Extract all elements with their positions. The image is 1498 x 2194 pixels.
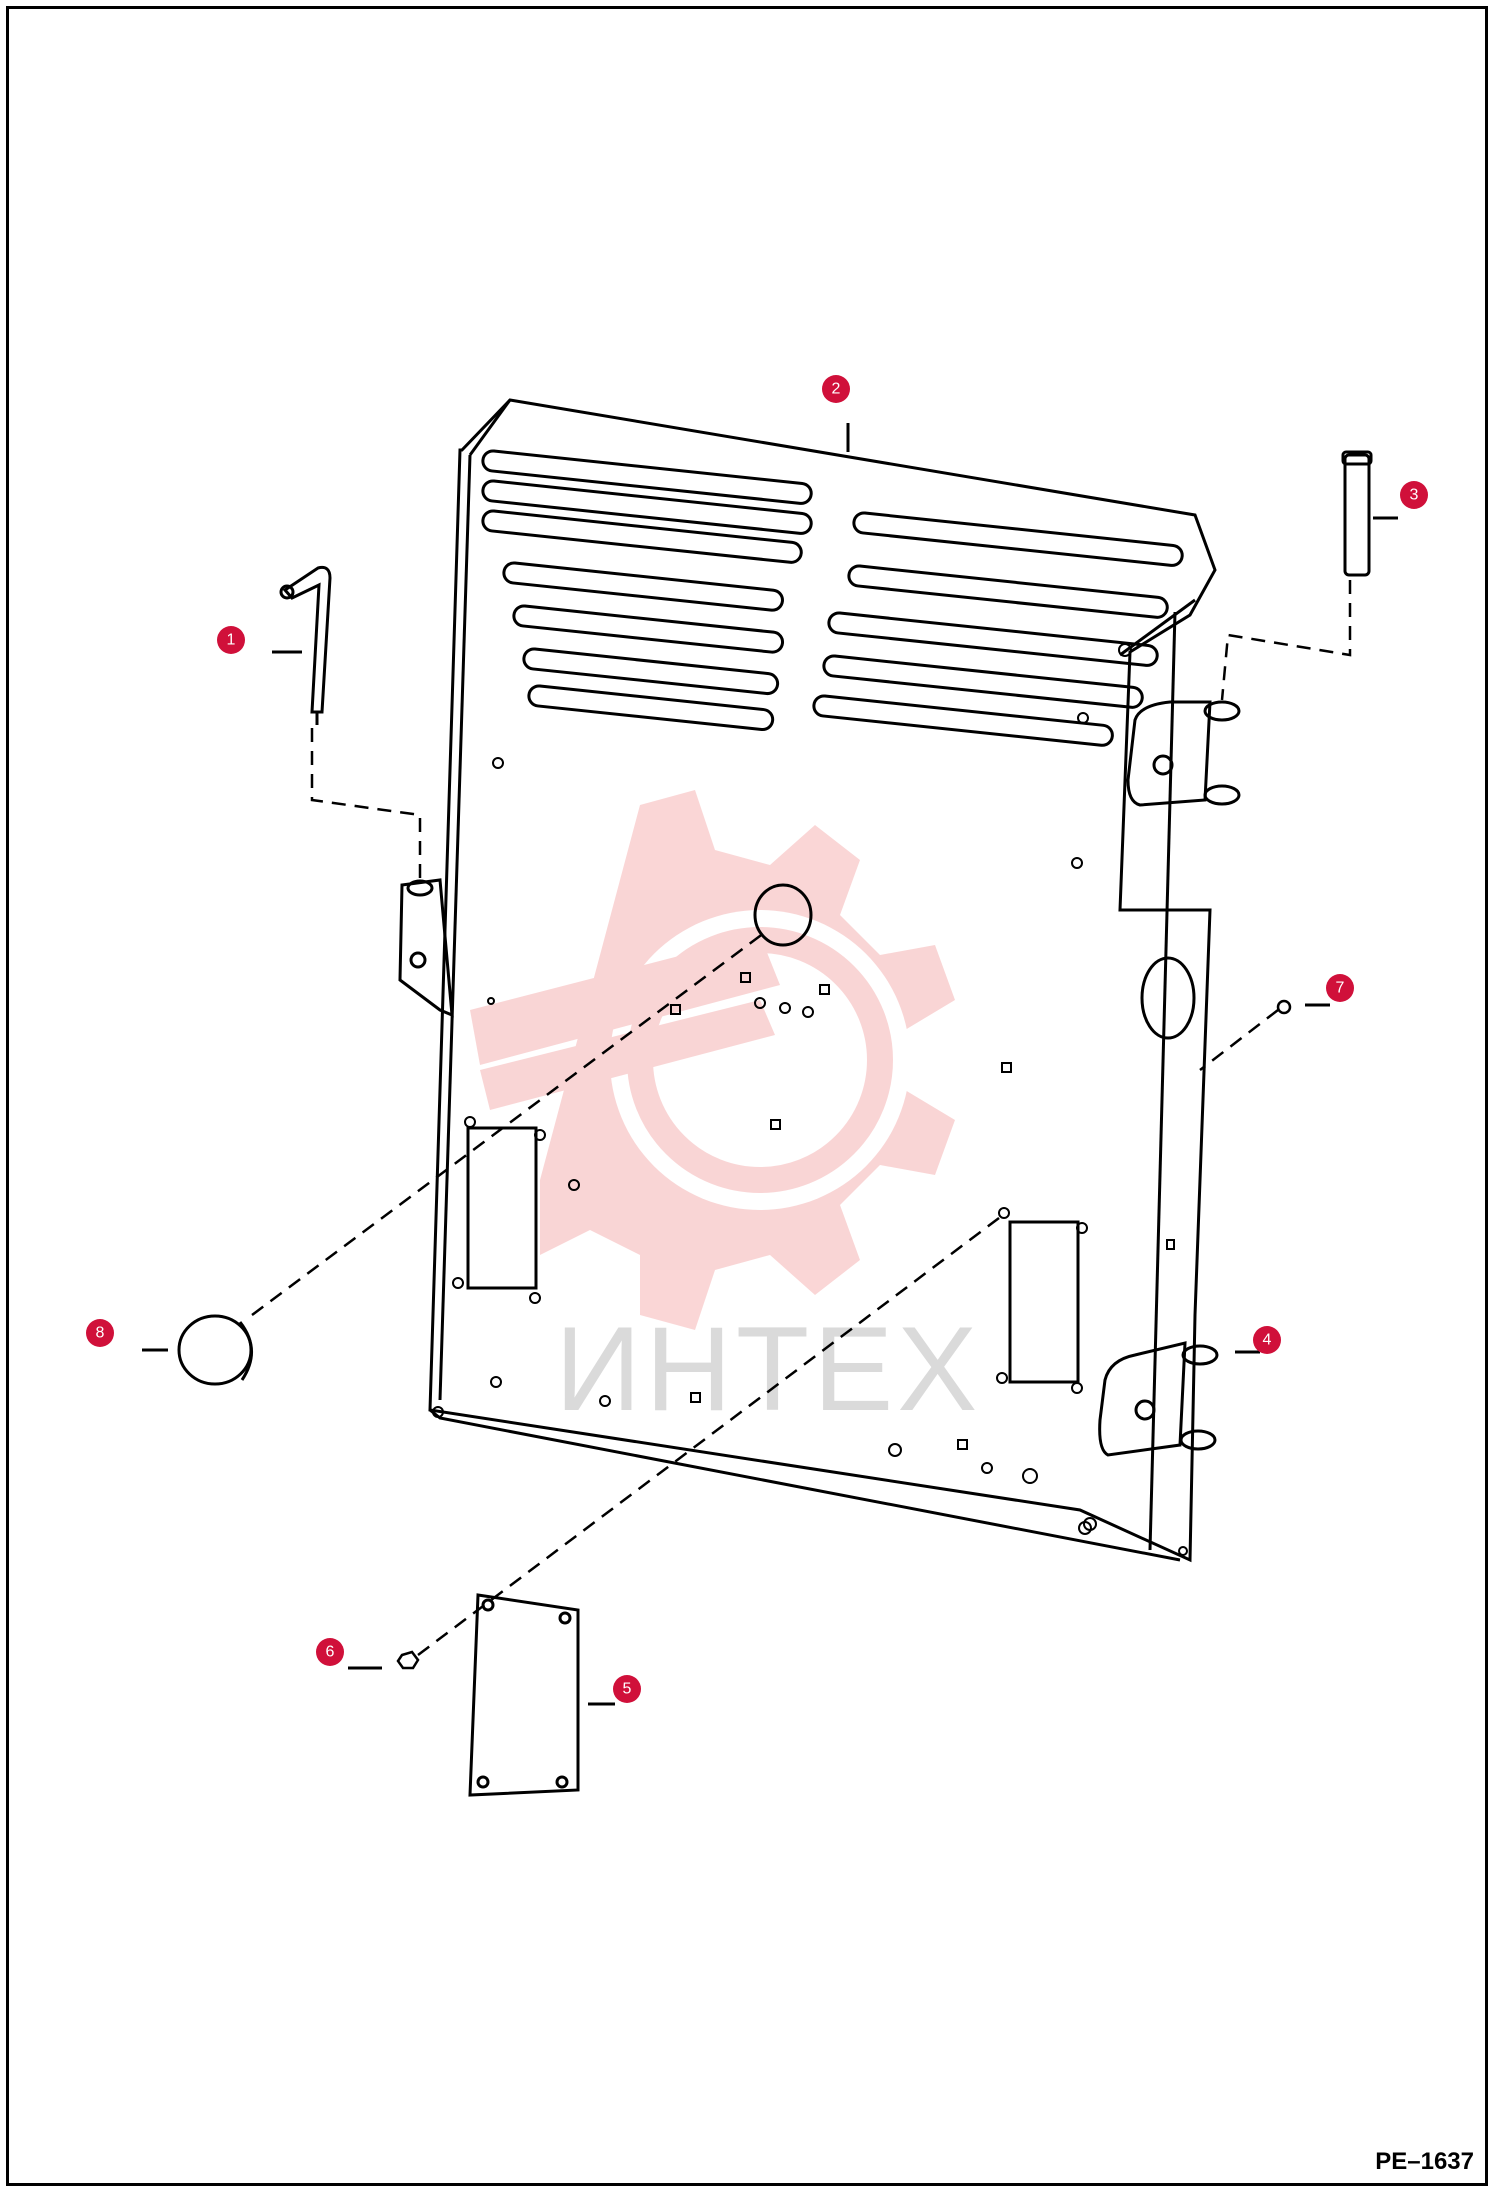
callout-7[interactable]: 7 [1326,974,1354,1002]
callout-2-label: 2 [832,381,841,398]
vent-slots-left [481,449,813,732]
bent-pin-part [279,566,332,725]
callout-8-label: 8 [96,1325,105,1342]
watermark-text: ИНТЕХ [555,1302,981,1436]
callout-7-badge [1326,974,1354,1002]
callout-1[interactable]: 1 [217,626,245,654]
callout-6[interactable]: 6 [316,1638,344,1666]
callout-8[interactable]: 8 [86,1319,114,1347]
leader-lines [142,423,1398,1706]
plug-hole [753,883,813,947]
panel-opening-right [1008,1220,1080,1384]
callout-1-label: 1 [227,632,236,649]
callout-5-badge [613,1675,641,1703]
panel-opening-left [466,1126,538,1290]
vent-slots-right [812,511,1184,747]
watermark-gear-icon [470,790,955,1330]
callout-6-badge [316,1638,344,1666]
callout-1-badge [217,626,245,654]
nut-part [1276,999,1292,1015]
assembly-dashed-lines [251,580,1352,1656]
left-hinge-bracket [398,878,454,1018]
bolt-part [396,1650,420,1670]
callout-3[interactable]: 3 [1400,481,1428,509]
callout-4-label: 4 [1263,1332,1272,1349]
plug-part [177,1314,253,1386]
figure-code: PE–1637 [1375,2148,1474,2175]
callout-3-badge [1400,481,1428,509]
callout-4[interactable]: 4 [1253,1326,1281,1354]
diagram-frame [6,6,1488,2186]
door-panel [428,398,1217,1563]
side-hole [1140,956,1196,1040]
callout-2[interactable]: 2 [822,375,850,403]
right-hinge-lower [1098,1341,1219,1457]
callout-5[interactable]: 5 [613,1675,641,1703]
callout-4-badge [1253,1326,1281,1354]
callout-8-badge [86,1319,114,1347]
callout-6-label: 6 [326,1644,335,1661]
callout-2-badge [822,375,850,403]
mounting-holes [432,643,1188,1556]
right-hinge-upper [1126,700,1241,807]
callout-5-label: 5 [623,1681,632,1698]
cover-plate-part [468,1593,580,1797]
straight-pin-part [1341,450,1373,577]
callout-3-label: 3 [1410,487,1419,504]
callout-7-label: 7 [1336,980,1345,997]
